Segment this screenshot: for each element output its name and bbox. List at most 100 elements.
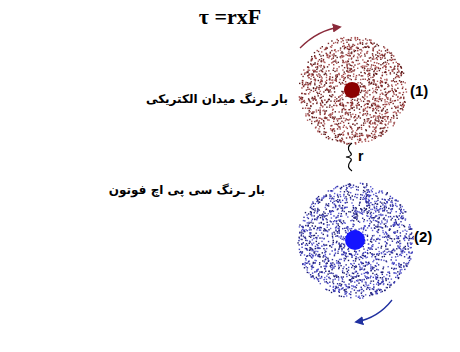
- cloud-dot: [326, 80, 327, 81]
- cloud-dot: [393, 123, 394, 124]
- cloud-dot: [375, 58, 376, 59]
- cloud-dot: [392, 59, 393, 60]
- cloud-dot: [383, 116, 384, 117]
- cloud-dot: [314, 98, 315, 99]
- cloud-dot: [398, 277, 399, 278]
- cloud-dot: [392, 59, 393, 60]
- cloud-dot: [386, 130, 387, 131]
- cloud-dot: [381, 122, 382, 123]
- cloud-dot: [400, 108, 401, 109]
- cloud-dot: [394, 68, 395, 69]
- cloud-dot: [316, 71, 317, 72]
- cloud-dot: [363, 47, 364, 48]
- cloud-dot: [365, 88, 366, 89]
- cloud-dot: [406, 266, 407, 267]
- cloud-dot: [402, 88, 403, 89]
- cloud-dot: [404, 102, 405, 103]
- cloud-dot: [323, 55, 324, 56]
- cloud-dot: [326, 101, 327, 102]
- cloud-dot: [396, 235, 397, 236]
- cloud-dot: [371, 64, 372, 65]
- cloud-dot: [334, 49, 335, 50]
- cloud-dot: [330, 96, 331, 97]
- cloud-dot: [337, 128, 338, 129]
- cloud-dot: [375, 203, 376, 204]
- cloud-dot: [329, 210, 330, 211]
- cloud-dot: [318, 110, 319, 111]
- cloud-dot: [372, 273, 373, 274]
- cloud-dot: [335, 86, 336, 87]
- cloud-dot: [361, 127, 362, 128]
- cloud-dot: [349, 70, 350, 71]
- cloud-dot: [349, 45, 350, 46]
- cloud-dot: [346, 256, 347, 257]
- cloud-dot: [308, 224, 309, 225]
- cloud-dot: [350, 40, 351, 41]
- cloud-dot: [387, 98, 388, 99]
- cloud-dot: [331, 125, 332, 126]
- cloud-dot: [406, 91, 407, 92]
- cloud-dot: [350, 64, 351, 65]
- cloud-dot: [313, 117, 314, 118]
- cloud-dot: [403, 73, 404, 74]
- cloud-dot: [338, 96, 339, 97]
- cloud-dot: [351, 79, 352, 80]
- cloud-dot: [368, 78, 369, 79]
- cloud-dot: [311, 243, 312, 244]
- cloud-dot: [347, 46, 348, 47]
- cloud-dot: [349, 183, 350, 184]
- cloud-dot: [352, 130, 353, 131]
- cloud-dot: [375, 68, 376, 69]
- cloud-dot: [348, 119, 349, 120]
- cloud-dot: [327, 89, 328, 90]
- cloud-dot: [320, 103, 321, 104]
- cloud-dot: [386, 101, 387, 102]
- cloud-dot: [398, 63, 399, 64]
- cloud-dot: [345, 54, 346, 55]
- cloud-dot: [346, 70, 347, 71]
- cloud-dot: [364, 62, 365, 63]
- cloud-dot: [344, 142, 345, 143]
- cloud-dot: [379, 70, 380, 71]
- cloud-dot: [341, 110, 342, 111]
- cloud-dot: [363, 90, 364, 91]
- cloud-dot: [332, 116, 333, 117]
- cloud-dot: [357, 68, 358, 69]
- cloud-dot: [397, 107, 398, 108]
- cloud-dot: [379, 50, 380, 51]
- cloud-dot: [318, 122, 319, 123]
- cloud-dot: [363, 101, 364, 102]
- cloud-dot: [374, 103, 375, 104]
- cloud-dot: [387, 49, 388, 50]
- cloud-dot: [348, 102, 349, 103]
- cloud-dot: [384, 72, 385, 73]
- cloud-dot: [304, 84, 305, 85]
- cloud-dot: [334, 118, 335, 119]
- cloud-dot: [352, 281, 353, 282]
- cloud-dot: [397, 96, 398, 97]
- cloud-dot: [347, 226, 348, 227]
- cloud-dot: [377, 105, 378, 106]
- cloud-dot: [378, 45, 379, 46]
- cloud-dot: [309, 111, 310, 112]
- cloud-dot: [338, 261, 339, 262]
- cloud-dot: [355, 136, 356, 137]
- cloud-dot: [343, 45, 344, 46]
- cloud-dot: [381, 85, 382, 86]
- cloud-dot: [338, 96, 339, 97]
- cloud-dot: [308, 114, 309, 115]
- cloud-dot: [380, 116, 381, 117]
- cloud-dot: [377, 229, 378, 230]
- cloud-dot: [404, 101, 405, 102]
- cloud-dot: [362, 79, 363, 80]
- cloud-dot: [340, 141, 341, 142]
- cloud-dot: [389, 59, 390, 60]
- cloud-dot: [375, 73, 376, 74]
- cloud-dot: [372, 77, 373, 78]
- cloud-dot: [397, 68, 398, 69]
- cloud-dot: [361, 106, 362, 107]
- cloud-dot: [357, 57, 358, 58]
- cloud-dot: [400, 73, 401, 74]
- cloud-dot: [322, 125, 323, 126]
- cloud-dot: [364, 104, 365, 105]
